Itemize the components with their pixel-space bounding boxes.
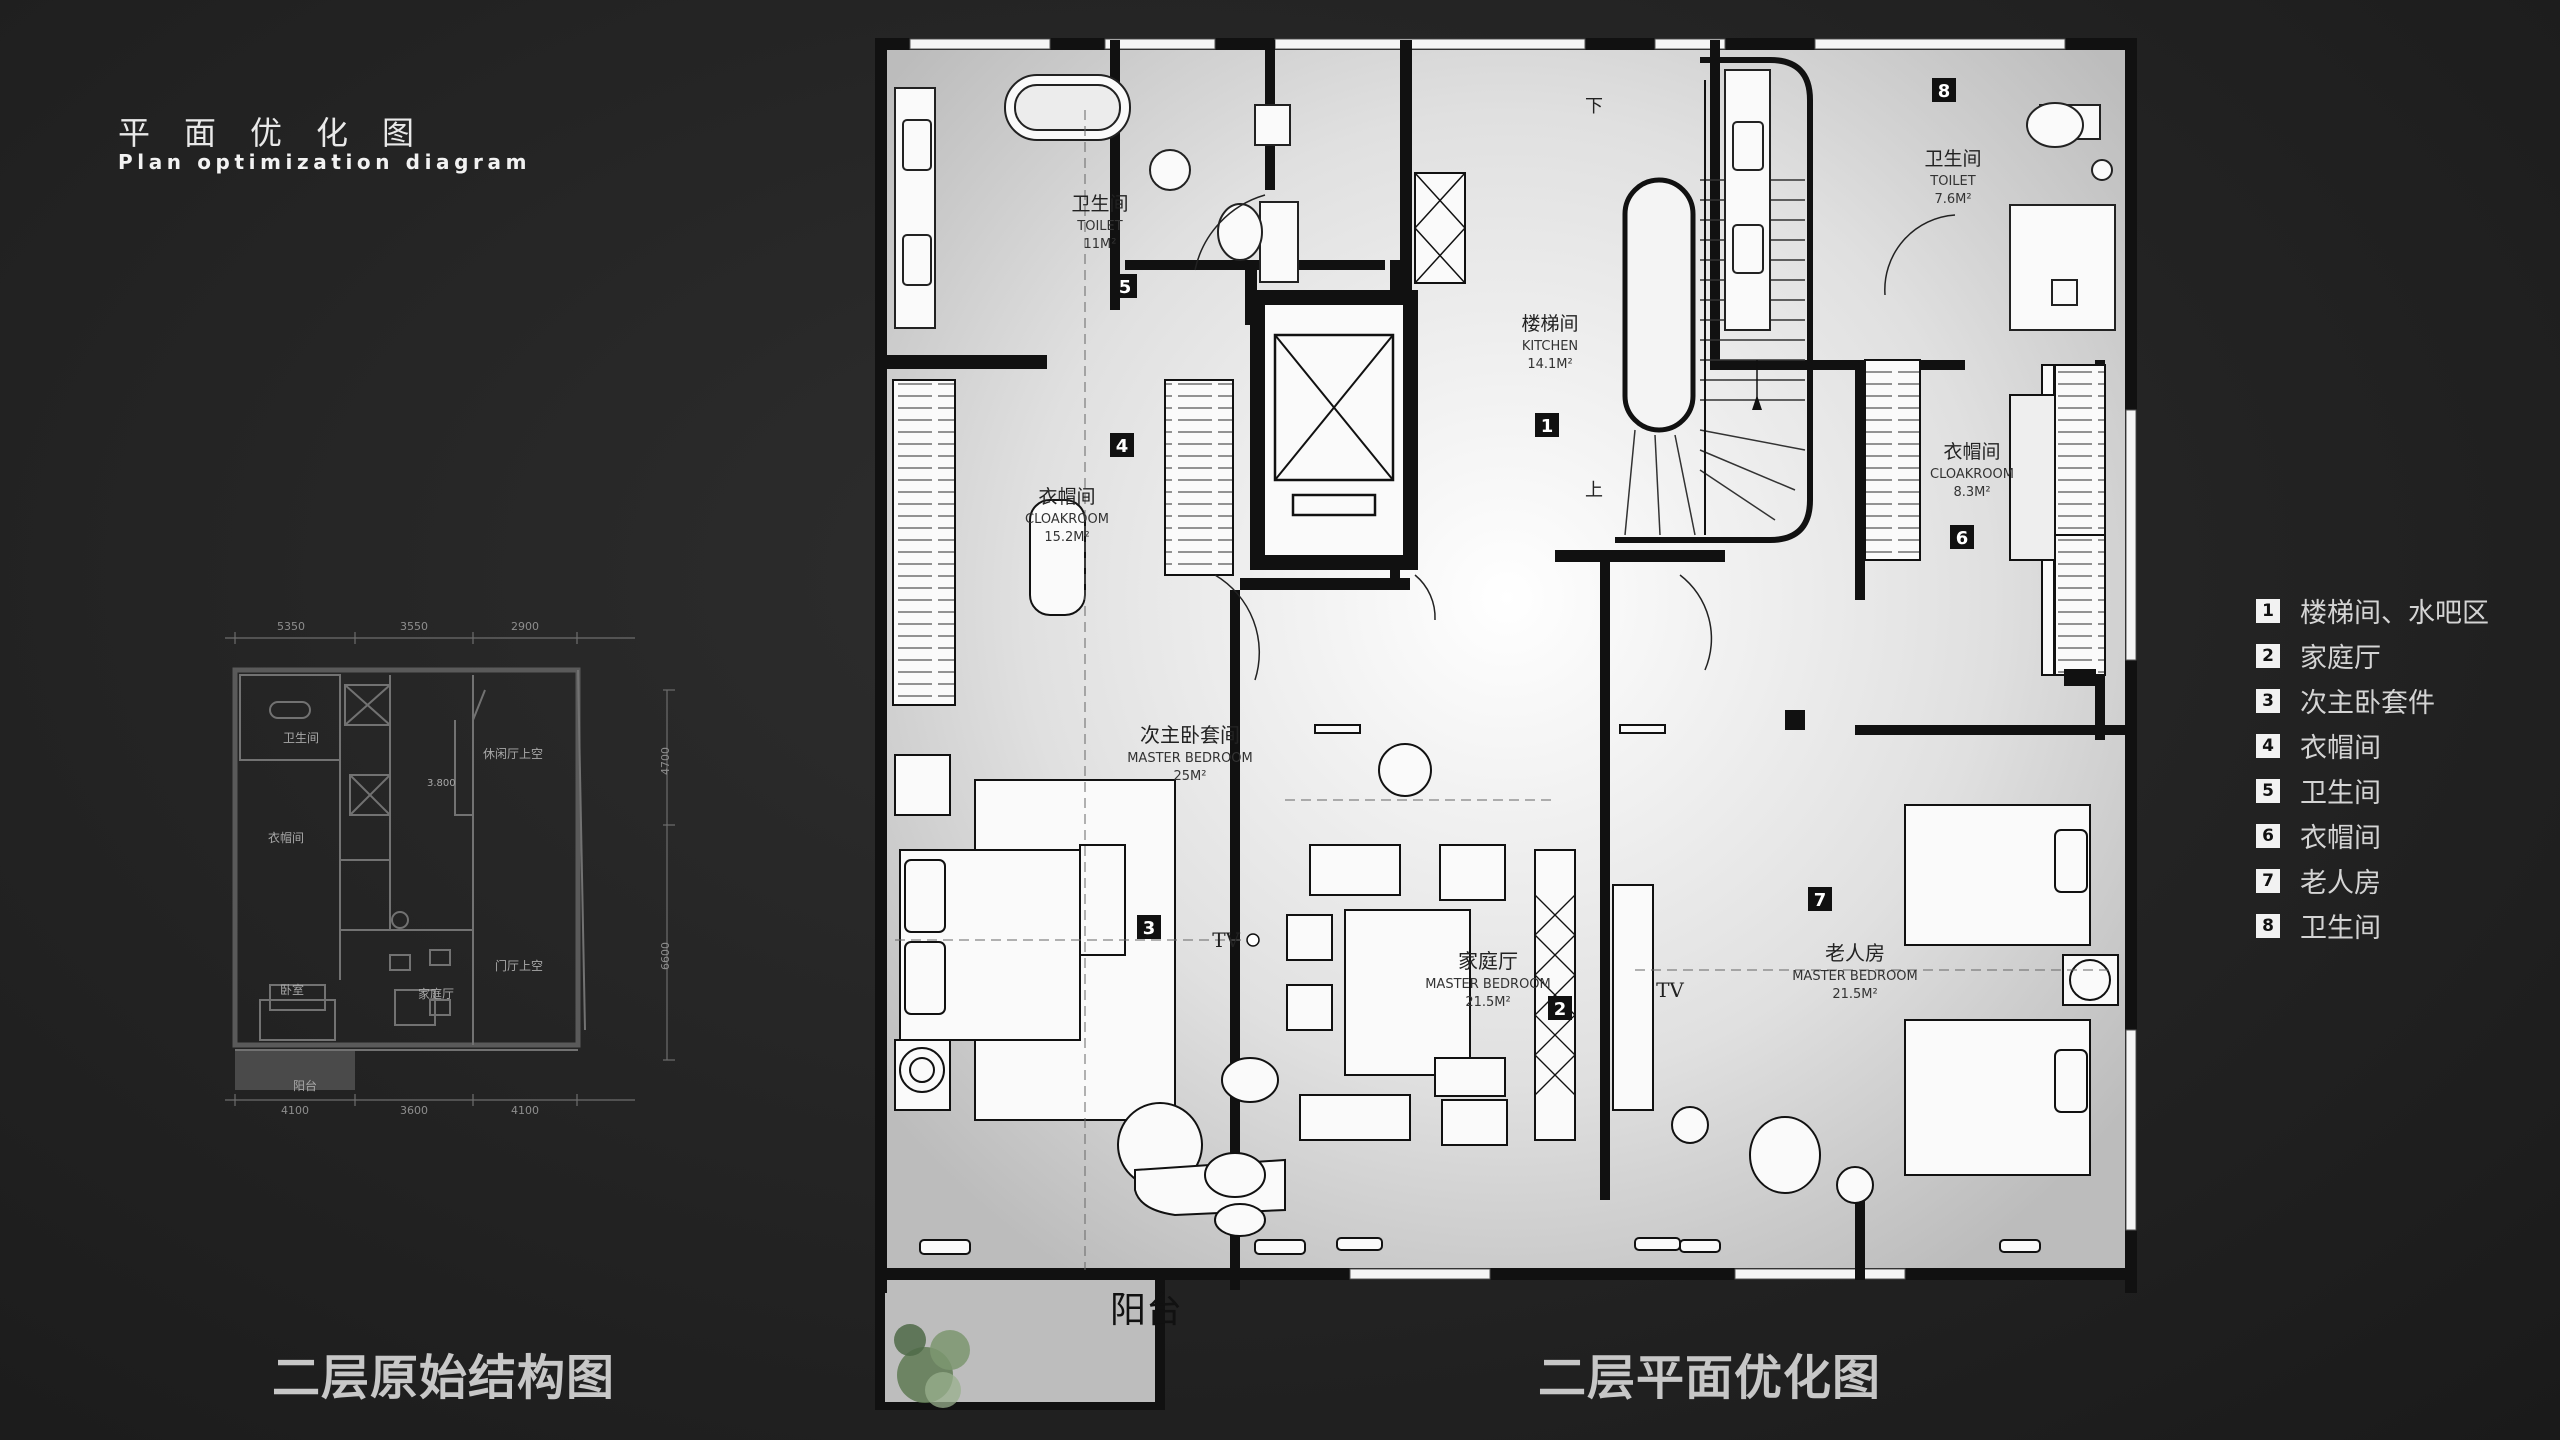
- original-dim-right-1: 4700: [659, 747, 672, 775]
- wardrobes: [892, 359, 2106, 706]
- tv-label-elder: TV: [1656, 978, 1684, 1002]
- badge-7: 7: [1814, 890, 1827, 911]
- legend-number: 2: [2256, 643, 2280, 668]
- legend-item: 5 卫生间: [2256, 768, 2489, 813]
- label-master-en: MASTER BEDROOM: [1127, 751, 1253, 766]
- original-plan: 5350 3550 2900 4100 3600 4100 4700 11500…: [225, 620, 675, 1117]
- badge-4: 4: [1116, 436, 1129, 457]
- legend-item: 7 老人房: [2256, 858, 2489, 903]
- legend-item: 3 次主卧套件: [2256, 678, 2489, 723]
- label-elder-area: 21.5M²: [1832, 987, 1877, 1002]
- original-room-leisure-void: 休闲厅上空: [483, 747, 543, 761]
- label-family-area: 21.5M²: [1465, 995, 1510, 1010]
- label-toilet-main-en: TOILET: [1076, 219, 1122, 234]
- badge-2: 2: [1554, 999, 1567, 1020]
- legend-label: 卫生间: [2300, 913, 2381, 944]
- label-family-en: MASTER BEDROOM: [1425, 977, 1551, 992]
- page-subtitle: Plan optimization diagram: [118, 150, 532, 174]
- label-stair-area: 14.1M²: [1527, 357, 1572, 372]
- original-room-family: 家庭厅: [418, 986, 454, 1001]
- legend-label: 卫生间: [2300, 778, 2381, 809]
- label-balcony: 阳台: [1110, 1290, 1182, 1331]
- legend-item: 4 衣帽间: [2256, 723, 2489, 768]
- legend-number: 6: [2256, 823, 2280, 848]
- legend-number: 5: [2256, 778, 2280, 803]
- label-toilet-2-en: TOILET: [1929, 174, 1975, 189]
- family-room-furniture: [1286, 724, 1681, 1251]
- label-stair-cn: 楼梯间: [1521, 313, 1578, 335]
- label-cloak-main-area: 15.2M²: [1044, 530, 1089, 545]
- main-toilet-fixtures: [894, 74, 1299, 329]
- original-level: 3.800: [427, 778, 456, 789]
- label-cloak-2-area: 8.3M²: [1953, 485, 1990, 500]
- caption-original: 二层原始结构图: [272, 1350, 616, 1406]
- legend-label: 次主卧套件: [2300, 688, 2435, 719]
- badge-1: 1: [1541, 416, 1554, 437]
- legend-number: 3: [2256, 688, 2280, 713]
- label-toilet-2-cn: 卫生间: [1924, 148, 1981, 170]
- label-toilet-2-area: 7.6M²: [1934, 192, 1971, 207]
- legend-number: 1: [2256, 598, 2280, 623]
- optimized-plan: 下 上: [875, 38, 2137, 1410]
- plant-decoration: [894, 1324, 970, 1408]
- second-toilet-fixtures: [1724, 69, 2116, 331]
- elder-room-furniture: [1612, 804, 2119, 1253]
- caption-optimized: 二层平面优化图: [1538, 1350, 1882, 1406]
- label-toilet-main-area: 11M²: [1084, 237, 1117, 252]
- label-elder-en: MASTER BEDROOM: [1792, 969, 1918, 984]
- label-cloak-main-cn: 衣帽间: [1038, 486, 1095, 508]
- original-room-balcony: 阳台: [293, 1078, 317, 1093]
- label-master-area: 25M²: [1174, 769, 1207, 784]
- original-dim-right-3: 6600: [659, 942, 672, 970]
- tv-label-master: TV: [1212, 928, 1240, 952]
- label-cloak-2-cn: 衣帽间: [1943, 441, 2000, 463]
- legend-number: 4: [2256, 733, 2280, 758]
- elevator-shaft: [1250, 290, 1418, 570]
- legend-item: 8 卫生间: [2256, 903, 2489, 948]
- label-family-cn: 家庭厅: [1458, 949, 1518, 973]
- legend-item: 2 家庭厅: [2256, 633, 2489, 678]
- label-master-cn: 次主卧套间: [1140, 723, 1240, 747]
- legend-item: 1 楼梯间、水吧区: [2256, 588, 2489, 633]
- page-title: 平面优化图: [118, 114, 449, 152]
- label-cloak-2-en: CLOAKROOM: [1930, 467, 2014, 482]
- legend-label: 家庭厅: [2300, 643, 2381, 674]
- master-bedroom-furniture: [894, 754, 1306, 1255]
- legend-label: 楼梯间、水吧区: [2300, 598, 2489, 629]
- original-room-cloakroom: 衣帽间: [268, 830, 304, 845]
- legend: 1 楼梯间、水吧区 2 家庭厅 3 次主卧套件 4 衣帽间 5 卫生间 6 衣帽间 7 老人房 8 卫生间: [2256, 588, 2489, 948]
- original-dim-top-3: 2900: [511, 620, 539, 633]
- original-dim-top-2: 3550: [400, 620, 428, 633]
- legend-number: 7: [2256, 868, 2280, 893]
- original-room-toilet: 卫生间: [283, 731, 319, 745]
- label-stair-en: KITCHEN: [1522, 339, 1578, 354]
- badge-5: 5: [1119, 277, 1132, 298]
- legend-label: 老人房: [2300, 868, 2381, 899]
- room-number-badges: 5 1 8 4 6 3 2 7: [1110, 78, 1974, 1020]
- label-toilet-main-cn: 卫生间: [1071, 193, 1128, 215]
- original-dim-bottom-3: 4100: [511, 1104, 539, 1117]
- original-room-entry-void: 门厅上空: [495, 958, 543, 973]
- legend-item: 6 衣帽间: [2256, 813, 2489, 858]
- badge-8: 8: [1938, 81, 1951, 102]
- badge-3: 3: [1143, 918, 1156, 939]
- original-dim-bottom-1: 4100: [281, 1104, 309, 1117]
- room-labels: 卫生间 TOILET 11M² 楼梯间 KITCHEN 14.1M² 卫生间 T…: [1025, 148, 2014, 1331]
- stair-down-label: 下: [1585, 96, 1603, 117]
- original-room-bedroom: 卧室: [280, 982, 304, 997]
- label-elder-cn: 老人房: [1825, 941, 1885, 965]
- legend-label: 衣帽间: [2300, 733, 2381, 764]
- original-dim-top-1: 5350: [277, 620, 305, 633]
- badge-6: 6: [1956, 528, 1969, 549]
- label-cloak-main-en: CLOAKROOM: [1025, 512, 1109, 527]
- legend-label: 衣帽间: [2300, 823, 2381, 854]
- legend-number: 8: [2256, 913, 2280, 938]
- stair-up-label: 上: [1585, 480, 1603, 501]
- original-dim-bottom-2: 3600: [400, 1104, 428, 1117]
